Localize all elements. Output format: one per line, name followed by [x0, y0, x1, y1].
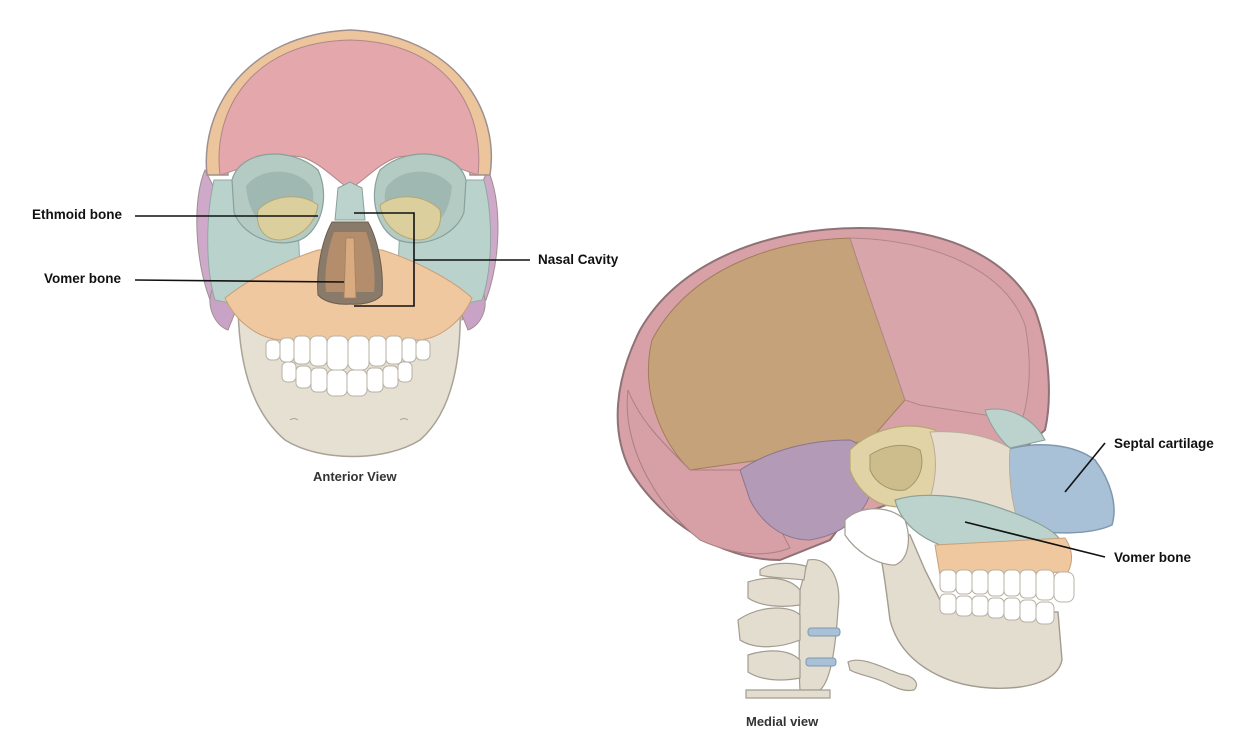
- upper-teeth: [265, 335, 431, 371]
- anterior-leader-lines: [134, 212, 530, 307]
- zygomatic-medial: [844, 508, 909, 566]
- nasal-bone-medial: [984, 408, 1046, 449]
- medial-upper-teeth: [939, 569, 1075, 603]
- sinus-cavity: [869, 444, 923, 491]
- cervical-spine: [737, 559, 840, 699]
- vomer-front-leader: [134, 279, 345, 283]
- mental-foramen-right: [399, 418, 409, 421]
- anterior-skull: [196, 29, 499, 458]
- vomer-medial-shape: [894, 494, 1061, 546]
- mandible-medial: [868, 518, 1063, 689]
- nasal-bones: [334, 181, 366, 221]
- occipital-bone: [626, 389, 791, 555]
- medial-skull: [616, 226, 1115, 699]
- vomer-medial-leader: [964, 521, 1106, 558]
- label-nasal-cavity: Nasal Cavity: [538, 252, 619, 267]
- medial-lower-teeth: [939, 593, 1055, 625]
- lower-teeth: [281, 361, 413, 397]
- intervertebral-discs: [805, 627, 841, 667]
- medial-leader-lines: [964, 442, 1106, 558]
- hyoid-bone: [847, 659, 918, 692]
- label-vomer-bone-medial: Vomer bone: [1114, 550, 1192, 565]
- caption-anterior-view: Anterior View: [313, 469, 397, 484]
- septal-leader: [1064, 442, 1106, 493]
- right-orbit-ethmoid: [379, 196, 442, 241]
- vomer-septum: [343, 237, 357, 299]
- mental-foramen-left: [289, 418, 299, 421]
- caption-medial-view: Medial view: [746, 714, 819, 729]
- label-septal-cartilage: Septal cartilage: [1114, 436, 1214, 451]
- label-ethmoid-bone: Ethmoid bone: [32, 207, 122, 222]
- label-vomer-bone-anterior: Vomer bone: [44, 271, 122, 286]
- frontal-bone-medial: [849, 237, 1030, 421]
- left-orbit-ethmoid: [256, 196, 319, 241]
